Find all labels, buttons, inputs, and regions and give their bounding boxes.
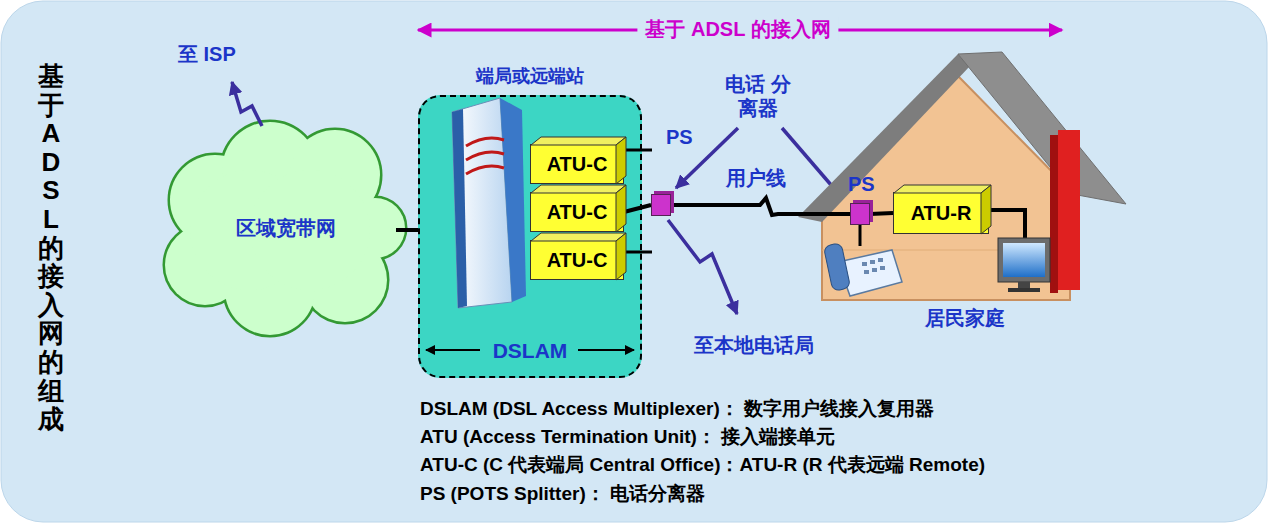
box-side-face [616,137,626,184]
dslam-box: ATU-CATU-CATU-C端局或远端站DSLAM [418,95,642,378]
house [798,52,1126,300]
node-text: 端局或远端站 [420,66,640,88]
box-top-face [531,137,626,145]
width-arrow [426,349,480,351]
connector-line [671,198,850,215]
node-text: ATU-R [894,201,988,225]
graphic-part [859,224,862,246]
node-text: 居民家庭 [800,306,1130,330]
graphic-part [1058,130,1080,290]
box-top-face [531,185,626,193]
definition-note: DSLAM (DSL Access Multiplexer)： 数字用户线接入复… [420,398,934,421]
phone-office-link [668,220,737,314]
node-text: 区域宽带网 [170,216,402,240]
graphic-part [452,109,467,308]
splitter: PS [651,194,671,216]
node-text: PS [666,125,693,149]
graphic-part [864,270,869,274]
connector-line [870,213,893,214]
definition-note: ATU (Access Termination Unit)： 接入端接单元 [420,426,835,449]
node-text: ATU-C [531,248,623,272]
callout-label: 至本地电话局 [694,333,814,357]
edge-label: 用户线 [726,166,786,190]
monitor [982,210,1050,292]
graphic-part [1050,135,1058,293]
house-node: PS ATU-R 居民家庭 [800,50,1130,332]
graphic-part [466,152,504,160]
graphic-part [862,262,867,266]
atu-c-box: ATU-C [530,240,624,280]
callout-label: 至 ISP [178,42,236,66]
graphic-part [165,122,405,335]
graphic-part [1003,243,1045,277]
connector-line [396,228,418,232]
server-tower [452,98,526,308]
graphic-part [998,238,1050,282]
graphic-part [466,166,504,174]
graphic-part [880,266,885,270]
node-text: ATU-C [531,200,623,224]
callout-label: 电话 分离器 [725,72,791,120]
box-top-face [531,233,626,241]
width-arrow [578,349,634,351]
atu-c-box: ATU-C [530,192,624,232]
graphic-part [500,98,526,302]
node-text: DSLAM [420,338,640,363]
isp-link [232,82,262,126]
box-side-face [616,185,626,232]
graphic-part [870,260,875,264]
box-top-face [894,185,991,193]
connector-line [624,205,651,212]
graphic-part [958,52,1126,204]
graphic-part [823,243,850,292]
box-side-face [981,185,991,234]
definition-note: ATU-C (C 代表端局 Central Office)：ATU-R (R 代… [420,454,985,477]
graphic-part [862,258,885,274]
dslam-ground [418,95,642,378]
graphic-part [165,122,405,335]
box-side-face [616,233,626,280]
telephone [823,224,902,296]
node-text: ATU-C [531,152,623,176]
graphic-part [878,258,883,262]
graphic-part [872,268,877,272]
graphic-part [466,138,504,146]
splitter: PS [850,203,870,225]
definition-note: PS (POTS Splitter)： 电话分离器 [420,483,705,506]
atu-c-box: ATU-C [530,144,624,184]
cloud-network: 区域宽带网 [170,138,402,328]
vertical-title: 基于 ADSL 的接入网的组成 [38,62,64,434]
node-text: PS [848,172,875,196]
atu-r-box: ATU-R [893,192,989,234]
callout-label: 基于 ADSL 的接入网 [637,17,838,41]
cloud-shape [165,122,405,335]
graphic-part [1018,282,1030,288]
graphic-part [1008,288,1040,292]
